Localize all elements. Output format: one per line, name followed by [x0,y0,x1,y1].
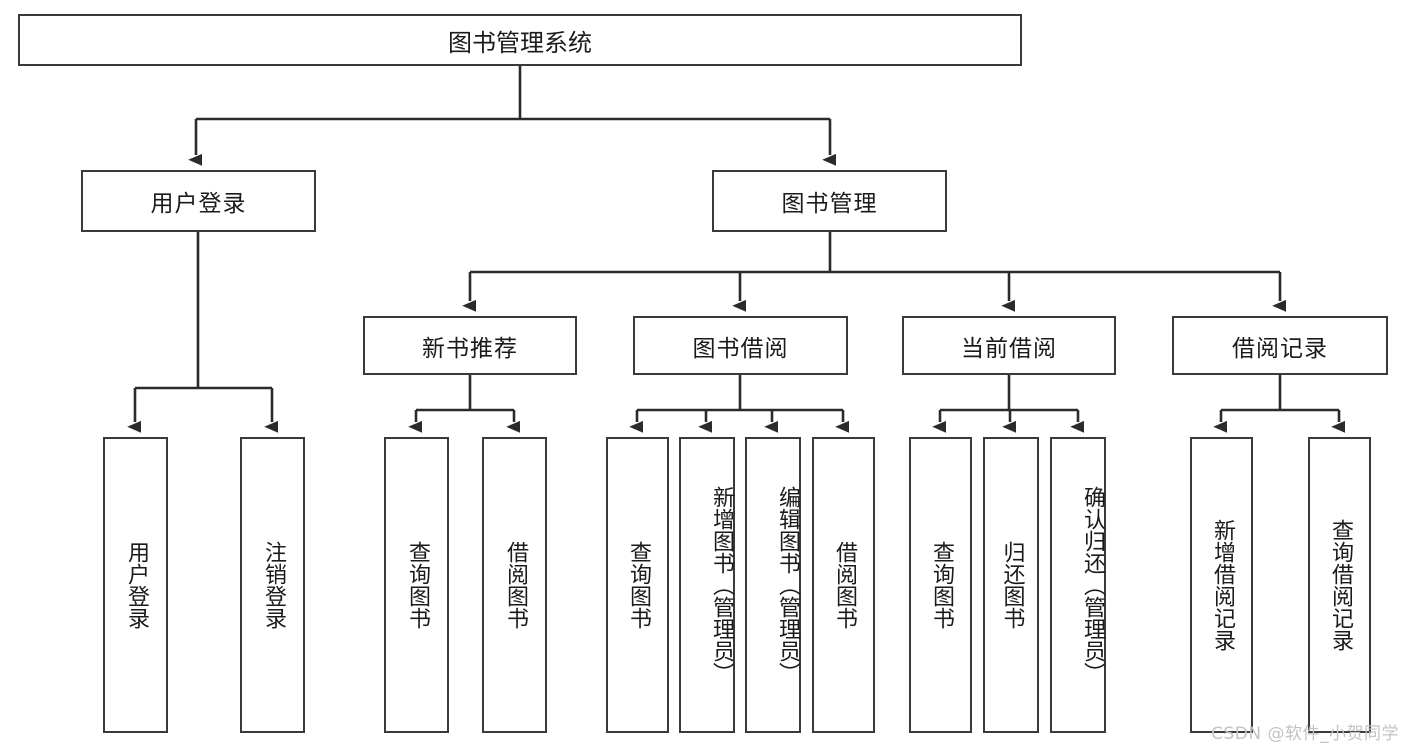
leaf-query-book-borrow[interactable]: 查询图书 [606,437,669,733]
node-book-borrow[interactable]: 图书借阅 [633,316,848,375]
leaf-user-login[interactable]: 用户登录 [103,437,168,733]
leaf-edit-book-admin[interactable]: 编辑图书（管理员） [745,437,801,733]
node-borrow-record[interactable]: 借阅记录 [1172,316,1388,375]
leaf-add-borrow-record[interactable]: 新增借阅记录 [1190,437,1253,733]
leaf-logout[interactable]: 注销登录 [240,437,305,733]
leaf-query-book-current[interactable]: 查询图书 [909,437,972,733]
leaf-add-book-admin[interactable]: 新增图书（管理员） [679,437,735,733]
node-book-management[interactable]: 图书管理 [712,170,947,232]
node-current-borrow[interactable]: 当前借阅 [902,316,1116,375]
leaf-confirm-return-admin[interactable]: 确认归还（管理员） [1050,437,1106,733]
leaf-borrow-book[interactable]: 借阅图书 [812,437,875,733]
leaf-borrow-book-recommend[interactable]: 借阅图书 [482,437,547,733]
leaf-query-book-recommend[interactable]: 查询图书 [384,437,449,733]
leaf-query-borrow-record[interactable]: 查询借阅记录 [1308,437,1371,733]
node-new-book-recommend[interactable]: 新书推荐 [363,316,577,375]
node-root[interactable]: 图书管理系统 [18,14,1022,66]
leaf-return-book[interactable]: 归还图书 [983,437,1039,733]
node-user-login[interactable]: 用户登录 [81,170,316,232]
csdn-watermark: CSDN @软件_小贺同学 [1211,724,1399,744]
